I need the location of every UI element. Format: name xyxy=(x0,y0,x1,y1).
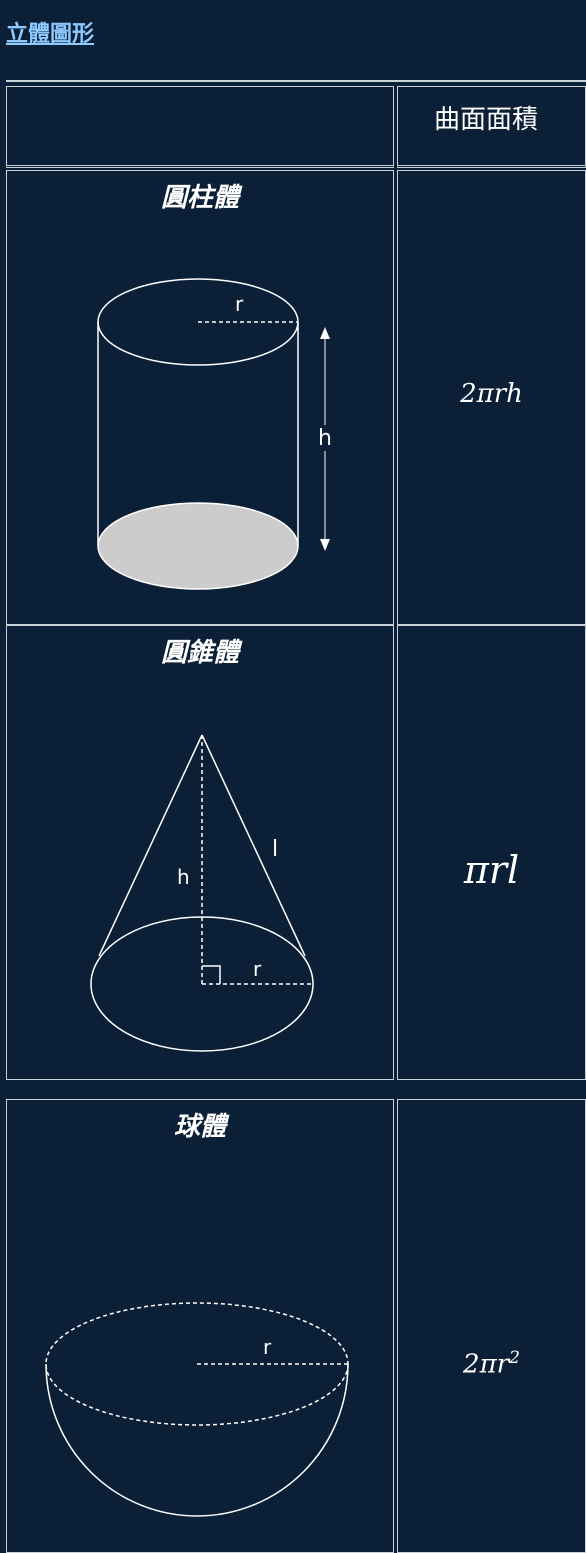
sphere-radius-label: r xyxy=(263,1335,272,1359)
sphere-formula-exponent: 2 xyxy=(509,1348,520,1368)
right-angle-icon xyxy=(202,965,221,984)
sphere-title: 球體 xyxy=(173,1112,226,1142)
arrow-up-icon xyxy=(320,327,330,339)
cone-right-side xyxy=(201,734,306,957)
sphere-cell: 球體 r xyxy=(6,1099,394,1553)
sphere-formula-cell: 2πr2 xyxy=(397,1099,586,1553)
cylinder-title: 圓柱體 xyxy=(160,183,239,213)
cylinder-base-ellipse xyxy=(97,502,299,590)
cone-height-label: h xyxy=(177,865,190,889)
column-header-surface-area: 曲面面積 xyxy=(434,105,539,135)
sphere-formula: 2πr2 xyxy=(398,1348,585,1380)
page-title-link[interactable]: 立體圖形 xyxy=(6,22,95,47)
cone-title: 圓錐體 xyxy=(160,638,239,668)
cylinder-formula-cell: 2πrh xyxy=(397,170,586,625)
sphere-lower-arc xyxy=(45,1363,349,1517)
cylinder-formula: 2πrh xyxy=(460,379,523,409)
sphere-formula-base: 2πr xyxy=(463,1349,510,1380)
cone-left-side xyxy=(98,734,203,957)
cylinder-radius-label: r xyxy=(235,292,244,316)
cylinder-cell: 圓柱體 r h xyxy=(6,170,394,625)
cylinder-diagram: r h xyxy=(97,278,334,590)
label-background xyxy=(316,425,334,451)
header-cell-empty xyxy=(6,86,394,168)
cylinder-height-label: h xyxy=(318,426,332,451)
header-cell-surface-area: 曲面面積 xyxy=(397,86,586,168)
cone-radius-label: r xyxy=(253,957,262,981)
cone-slant-label: l xyxy=(272,837,278,862)
cone-formula-cell: πrl xyxy=(397,625,586,1080)
cone-diagram: h l r xyxy=(90,734,314,1052)
cone-formula: πrl xyxy=(463,848,520,892)
cone-cell: 圓錐體 h l r xyxy=(6,625,394,1080)
arrow-down-icon xyxy=(320,539,330,551)
shapes-table: 曲面面積 圓柱體 r h 2πrh 圓錐體 h xyxy=(6,80,586,1553)
sphere-diagram: r xyxy=(45,1302,349,1517)
